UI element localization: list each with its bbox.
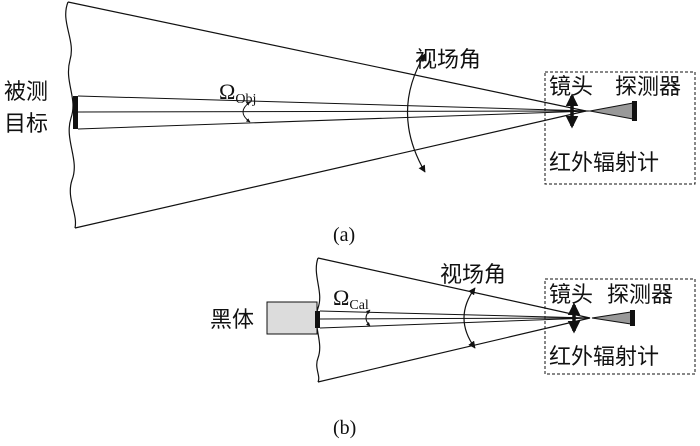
radiometer-box-a bbox=[544, 71, 696, 185]
ray-b-mid bbox=[319, 317, 591, 320]
solid-angle-label-a: ΩObj bbox=[219, 79, 256, 107]
lens-label-b: 镜头 bbox=[549, 283, 593, 308]
detector-bar-b bbox=[630, 310, 635, 326]
detector-label-b: 探测器 bbox=[607, 283, 673, 308]
target-bar-a bbox=[73, 96, 78, 129]
ray-b-bot bbox=[319, 317, 591, 329]
detector-cone-b bbox=[591, 311, 632, 325]
ray-a-top bbox=[77, 95, 591, 112]
fov-cone-a bbox=[67, 1, 587, 229]
solid-angle-arc-a bbox=[242, 101, 251, 123]
panel-b: 黑体 ΩCal 视场角 镜头 探测器 红外辐射计 (b) bbox=[210, 257, 696, 439]
detector-label-a: 探测器 bbox=[615, 75, 681, 100]
target-label-line1: 被测 bbox=[4, 80, 48, 105]
instrument-label-a: 红外辐射计 bbox=[549, 151, 659, 176]
source-boundary-b bbox=[315, 257, 321, 383]
instrument-label-b: 红外辐射计 bbox=[549, 345, 659, 370]
panel-a: 被测 目标 ΩObj 视场角 镜头 探测器 红外辐射计 (a) bbox=[4, 1, 696, 246]
fov-arc-a bbox=[406, 53, 426, 173]
caption-b: (b) bbox=[333, 417, 356, 439]
target-label-line2: 目标 bbox=[4, 112, 48, 137]
solid-angle-label-b: ΩCal bbox=[333, 285, 369, 313]
ray-a-mid bbox=[77, 110, 591, 113]
detector-cone-a bbox=[589, 102, 634, 120]
radiometer-box-b bbox=[544, 278, 696, 375]
fov-label-a: 视场角 bbox=[415, 48, 481, 73]
fov-label-b: 视场角 bbox=[440, 263, 506, 288]
lens-label-a: 镜头 bbox=[549, 75, 593, 100]
source-bar-b bbox=[315, 311, 320, 328]
solid-angle-arc-b bbox=[365, 309, 371, 327]
detector-bar-a bbox=[632, 101, 637, 121]
fov-arc-b bbox=[463, 287, 476, 349]
blackbody-label: 黑体 bbox=[210, 308, 254, 333]
target-boundary-a bbox=[65, 1, 77, 229]
caption-a: (a) bbox=[333, 224, 355, 246]
ray-a-bot bbox=[77, 110, 591, 130]
blackbody-box bbox=[266, 301, 318, 335]
